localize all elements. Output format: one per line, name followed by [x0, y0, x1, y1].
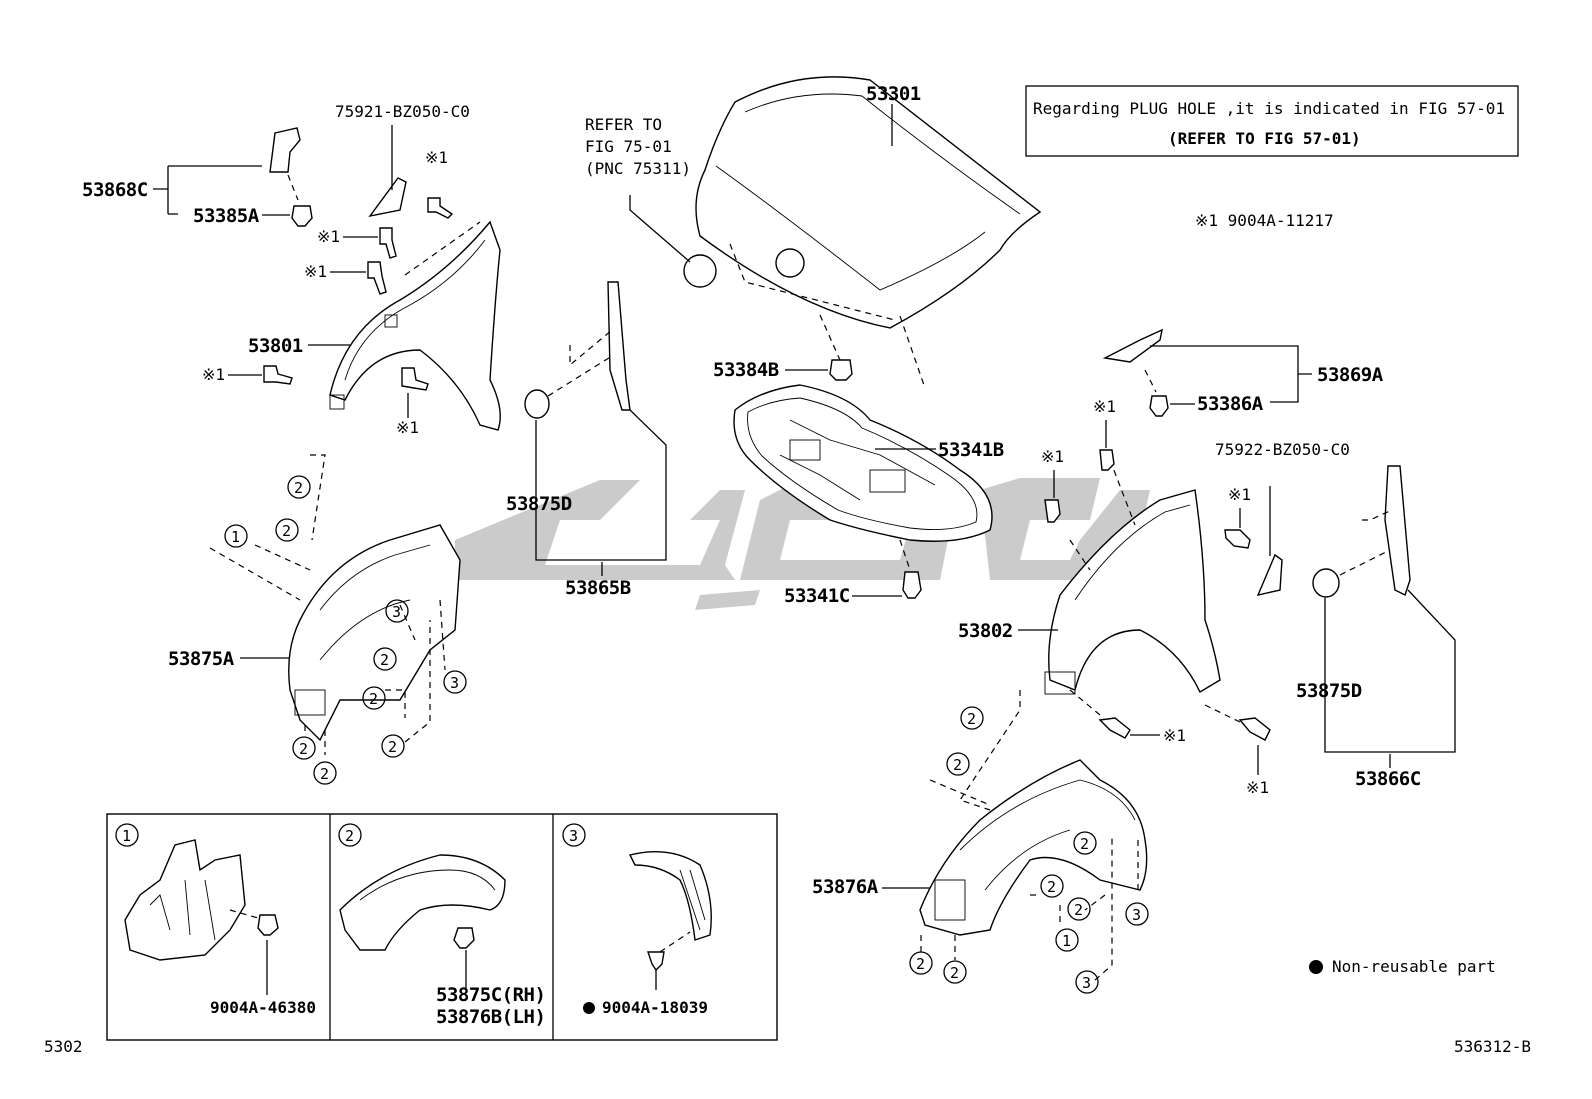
svg-text:3: 3: [450, 674, 459, 692]
moulding-53869A: [1102, 328, 1169, 417]
part-53876B-LH: 53876B(LH): [436, 1006, 545, 1028]
note-line-2: (REFER TO FIG 57-01): [1168, 129, 1361, 148]
detail-box-frame: [106, 813, 778, 1041]
part-9004A-18039: 9004A-18039: [602, 998, 708, 1017]
mark-j: ※1: [1246, 778, 1269, 797]
fender-seal-right: [1312, 465, 1411, 598]
label-53868C: 53868C: [82, 179, 148, 201]
mark-f: ※1: [1093, 397, 1116, 416]
seal-75921: [368, 177, 407, 218]
left-liner: [288, 524, 461, 742]
right-liner-callouts: [929, 690, 1139, 981]
clip-53341C: [899, 539, 922, 599]
svg-text:2: 2: [345, 827, 354, 845]
left-liner-callouts: [209, 454, 446, 755]
svg-text:3: 3: [1082, 974, 1091, 992]
label-53341C: 53341C: [784, 585, 850, 607]
svg-text:2: 2: [369, 690, 378, 708]
label-53866C: 53866C: [1355, 768, 1421, 790]
mark-g: ※1: [1041, 447, 1064, 466]
label-53385A: 53385A: [193, 205, 260, 227]
moulding-53868C: [269, 127, 313, 227]
right-fender: [1044, 459, 1221, 695]
svg-text:3: 3: [1132, 906, 1141, 924]
svg-text:2: 2: [1047, 878, 1056, 896]
mark-i: ※1: [1163, 726, 1186, 745]
refer-line-3: (PNC 75311): [585, 159, 691, 178]
note-box: [1025, 85, 1519, 157]
corner-right-code: 536312-B: [1454, 1037, 1531, 1056]
part-9004A-46380: 9004A-46380: [210, 998, 316, 1017]
svg-text:2: 2: [967, 710, 976, 728]
legend-dot: [1309, 960, 1323, 974]
label-53301: 53301: [866, 83, 921, 105]
svg-text:2: 2: [953, 756, 962, 774]
mark-a: ※1: [425, 148, 448, 167]
mark-e: ※1: [396, 418, 419, 437]
bolt-icons-left: [263, 197, 454, 391]
svg-text:2: 2: [320, 765, 329, 783]
label-53386A: 53386A: [1197, 393, 1264, 415]
refer-line-1: REFER TO: [585, 115, 662, 134]
svg-text:2: 2: [916, 955, 925, 973]
hood-part: [683, 76, 1042, 389]
label-53341B: 53341B: [938, 439, 1004, 461]
label-53875D-right: 53875D: [1296, 680, 1362, 702]
detail-box-2: 2 53875C(RH) 53876B(LH): [338, 823, 546, 1028]
svg-text:2: 2: [380, 651, 389, 669]
hood-insulator: [733, 384, 993, 542]
seal-75922: [1256, 553, 1283, 596]
corner-left-code: 5302: [44, 1037, 83, 1056]
left-circled-numbers: 2 1 2 3 2 3 2 2 2 2: [224, 475, 467, 785]
svg-text:2: 2: [1080, 835, 1089, 853]
non-reusable-dot: [583, 1002, 595, 1014]
fastener-footnote: ※1 9004A-11217: [1195, 211, 1334, 230]
label-53869A: 53869A: [1317, 364, 1384, 386]
right-liner: [919, 759, 1148, 936]
detail-box-1: 1 9004A-46380: [115, 823, 316, 1017]
svg-text:2: 2: [294, 479, 303, 497]
mark-b: ※1: [317, 227, 340, 246]
label-53875D-left: 53875D: [506, 493, 572, 515]
label-53876A: 53876A: [812, 876, 879, 898]
svg-text:3: 3: [392, 603, 401, 621]
svg-text:1: 1: [231, 528, 240, 546]
legend-text: Non-reusable part: [1332, 957, 1496, 976]
detail-box-3: 3 9004A-18039: [562, 823, 712, 1017]
clip-53384B: [829, 359, 853, 381]
label-75922: 75922-BZ050-C0: [1215, 440, 1350, 459]
label-53875A: 53875A: [168, 648, 235, 670]
left-fender: [329, 220, 501, 431]
label-53801: 53801: [248, 335, 303, 357]
svg-text:2: 2: [950, 964, 959, 982]
svg-text:2: 2: [282, 522, 291, 540]
svg-text:2: 2: [1074, 901, 1083, 919]
refer-line-2: FIG 75-01: [585, 137, 672, 156]
svg-text:2: 2: [388, 738, 397, 756]
note-line-1: Regarding PLUG HOLE ,it is indicated in …: [1033, 99, 1505, 118]
mark-c: ※1: [304, 262, 327, 281]
label-53384B: 53384B: [713, 359, 779, 381]
part-53875C-RH: 53875C(RH): [436, 984, 545, 1006]
svg-text:2: 2: [299, 740, 308, 758]
mark-d: ※1: [202, 365, 225, 384]
svg-text:3: 3: [569, 827, 578, 845]
fender-seal-left: [524, 281, 631, 419]
bolt-icons-right: [1044, 449, 1271, 741]
svg-text:1: 1: [122, 827, 131, 845]
right-circled-numbers: 2 2 2 2 2 3 1 2 2 3: [909, 706, 1149, 994]
label-75921: 75921-BZ050-C0: [335, 102, 470, 121]
label-53802: 53802: [958, 620, 1013, 642]
mark-h: ※1: [1228, 485, 1251, 504]
label-53865B: 53865B: [565, 577, 631, 599]
svg-text:1: 1: [1062, 932, 1071, 950]
